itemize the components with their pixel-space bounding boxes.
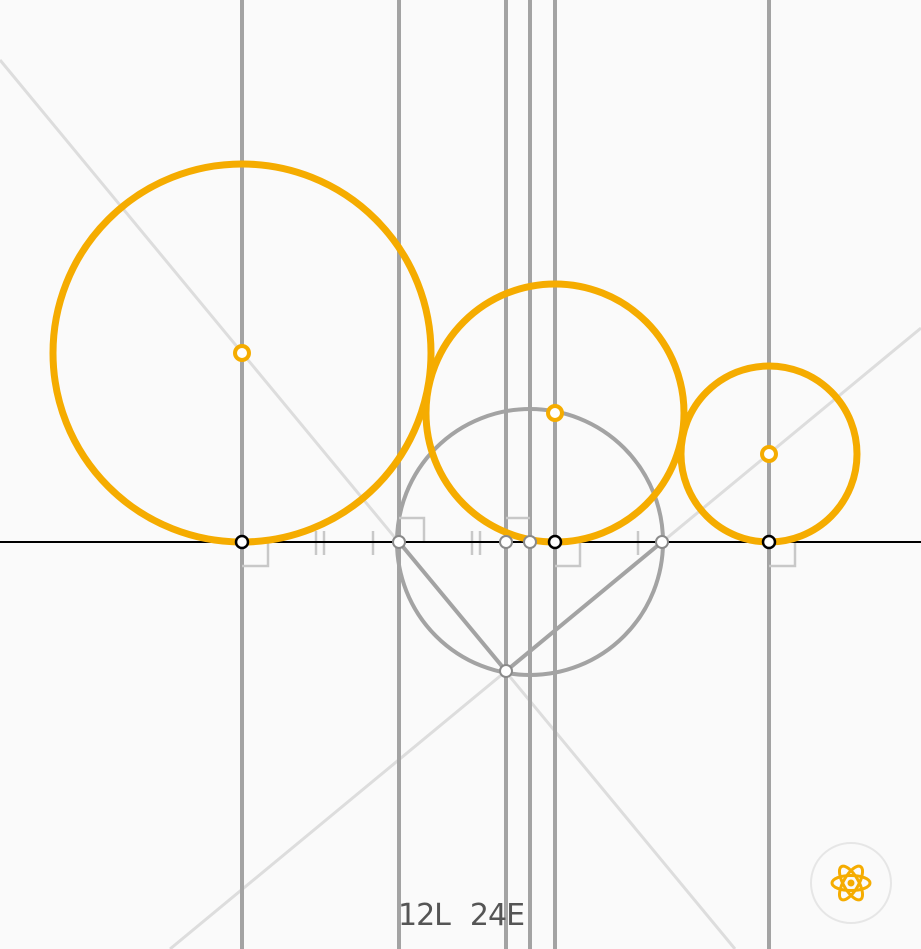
construction-point[interactable]	[499, 664, 513, 678]
given-point[interactable]	[547, 534, 563, 550]
hint-button[interactable]	[810, 842, 892, 924]
construction-point[interactable]	[655, 535, 669, 549]
goal-circle-center-point[interactable]	[546, 404, 564, 422]
construction-point[interactable]	[499, 535, 513, 549]
construction-segment	[504, 540, 664, 673]
faint-diagonal-line-descending	[0, 59, 737, 949]
euclid-count: 24E	[469, 898, 525, 933]
atom-icon	[830, 864, 872, 902]
right-angle-marker	[555, 542, 582, 568]
goal-circle-center-point[interactable]	[233, 344, 251, 362]
construction-point[interactable]	[392, 535, 406, 549]
given-point[interactable]	[234, 534, 250, 550]
goal-circle-center-point[interactable]	[760, 445, 778, 463]
right-angle-marker	[242, 542, 270, 568]
construction-segment	[397, 540, 508, 673]
given-point[interactable]	[761, 534, 777, 550]
right-angle-marker	[399, 516, 426, 542]
construction-point[interactable]	[523, 535, 537, 549]
score-display: 12L 24E	[398, 898, 525, 933]
lines-count: 12L	[398, 898, 451, 933]
right-angle-marker	[769, 542, 797, 568]
